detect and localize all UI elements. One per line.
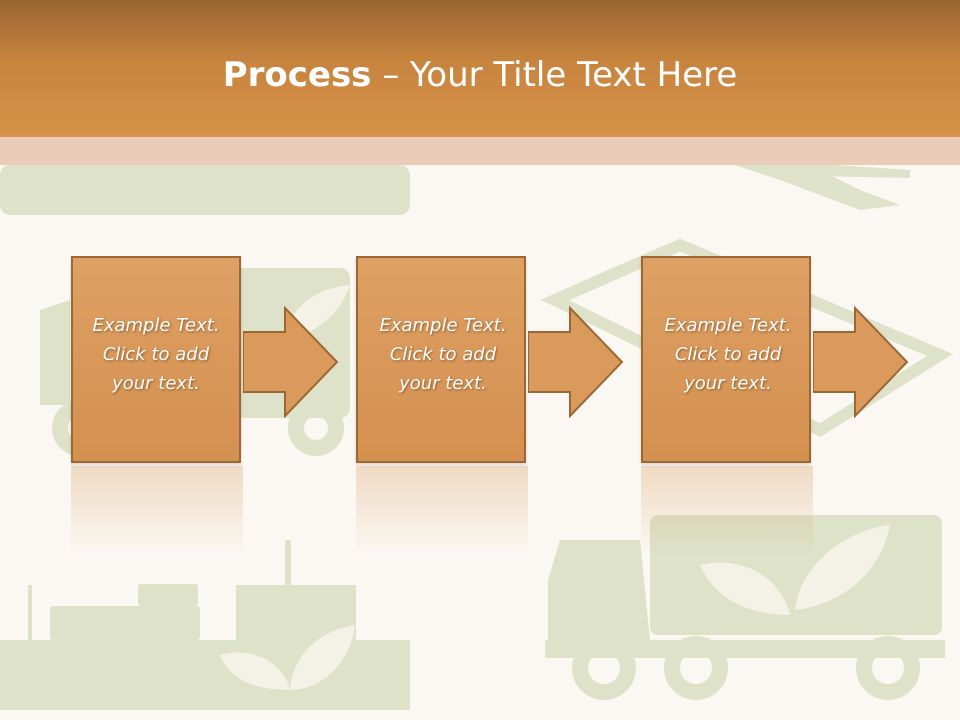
step-3-line-3: your text. (684, 373, 772, 394)
step-2-line-1: Example Text. (379, 315, 507, 336)
step-2-box[interactable] (356, 256, 526, 463)
step-3-line-1: Example Text. (664, 315, 792, 336)
slide-title-rest: – Your Title Text Here (371, 55, 738, 95)
slide-title-bold: Process (222, 55, 372, 95)
step-1-reflection (71, 466, 243, 556)
step-1-arrow-icon (243, 306, 339, 418)
step-2-arrow-icon (528, 306, 624, 418)
step-1-line-1: Example Text. (92, 315, 220, 336)
title-divider-strip (0, 137, 960, 165)
step-1-text[interactable]: Example Text. Click to add your text. (71, 311, 241, 398)
title-bar (0, 0, 960, 137)
slide-title[interactable]: Process – Your Title Text Here (0, 52, 960, 98)
step-2-text[interactable]: Example Text. Click to add your text. (358, 311, 528, 398)
step-3-reflection (641, 466, 813, 556)
step-3-box[interactable] (641, 256, 811, 463)
step-3-arrow-icon (813, 306, 909, 418)
step-2-reflection (356, 466, 528, 556)
step-3-text[interactable]: Example Text. Click to add your text. (643, 311, 813, 398)
step-1-box[interactable] (71, 256, 241, 463)
step-1-line-2: Click to add (102, 344, 210, 365)
step-2-line-2: Click to add (389, 344, 497, 365)
step-2-line-3: your text. (399, 373, 487, 394)
step-1-line-3: your text. (112, 373, 200, 394)
step-3-line-2: Click to add (674, 344, 782, 365)
